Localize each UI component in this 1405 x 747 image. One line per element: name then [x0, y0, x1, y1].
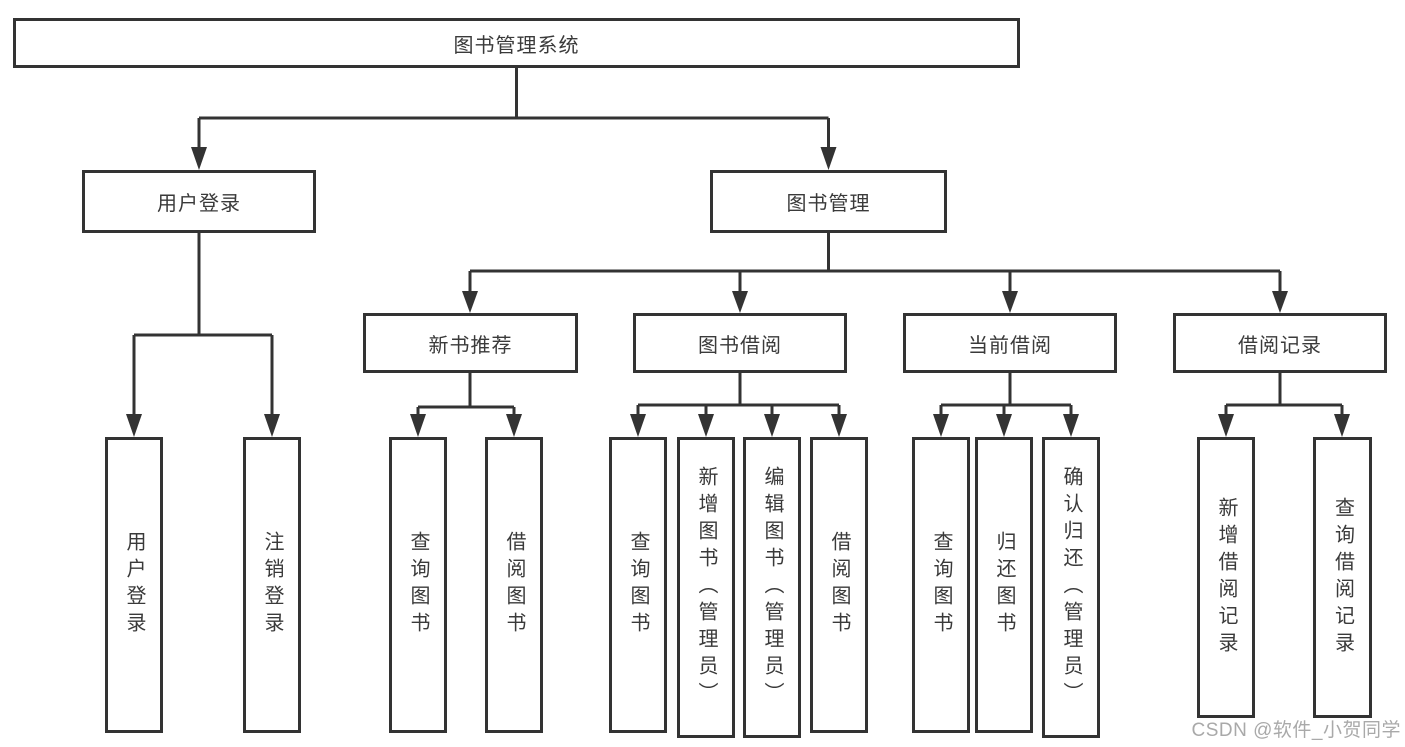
- node-current-borrowing: 当前借阅: [903, 313, 1117, 373]
- leaf-query-books-current: 查询图书: [912, 437, 970, 733]
- node-book-borrowing: 图书借阅: [633, 313, 847, 373]
- node-borrowing-records: 借阅记录: [1173, 313, 1387, 373]
- csdn-watermark: CSDN @软件_小贺同学: [1191, 720, 1401, 741]
- leaf-query-books-recommend: 查询图书: [389, 437, 447, 733]
- leaf-borrow-books: 借阅图书: [810, 437, 868, 733]
- leaf-confirm-return-admin: 确认归还（管理员）: [1042, 437, 1100, 738]
- leaf-logout: 注销登录: [243, 437, 301, 733]
- arrowheads: [126, 147, 1350, 437]
- leaf-query-borrow-record: 查询借阅记录: [1313, 437, 1372, 718]
- node-user-login: 用户登录: [82, 170, 316, 233]
- leaf-edit-book-admin: 编辑图书（管理员）: [743, 437, 801, 738]
- node-new-book-recommendation: 新书推荐: [363, 313, 578, 373]
- leaf-return-book: 归还图书: [975, 437, 1033, 733]
- leaf-borrow-books-recommend: 借阅图书: [485, 437, 543, 733]
- leaf-add-book-admin: 新增图书（管理员）: [677, 437, 735, 738]
- node-library-management-system: 图书管理系统: [13, 18, 1020, 68]
- leaf-user-login: 用户登录: [105, 437, 163, 733]
- node-book-management: 图书管理: [710, 170, 947, 233]
- leaf-add-borrow-record: 新增借阅记录: [1197, 437, 1255, 718]
- leaf-query-books-borrow: 查询图书: [609, 437, 667, 733]
